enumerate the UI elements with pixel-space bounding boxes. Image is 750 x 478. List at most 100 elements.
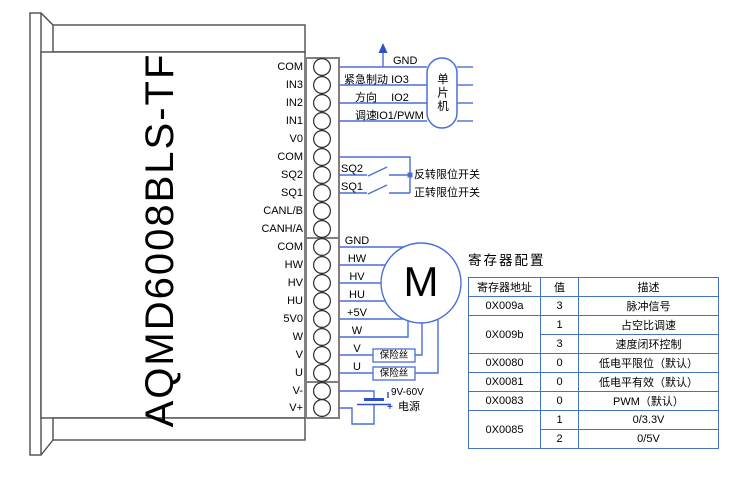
- wire-label: HW: [347, 253, 367, 265]
- terminal-circles: [313, 57, 332, 418]
- pin-label: SQ1: [280, 187, 303, 199]
- terminal: [313, 166, 332, 185]
- wire-label: +5V: [347, 307, 367, 319]
- register-desc-cell: 低电平有效（默认）: [578, 372, 719, 392]
- sq1-desc-label: 正转限位开关: [414, 187, 480, 199]
- gnd-label: GND: [393, 55, 418, 67]
- wire-motor-w: [339, 321, 409, 338]
- limit-switch-wires: [339, 156, 411, 195]
- register-address-cell: 0X0080: [468, 353, 541, 373]
- power-label: 电源: [398, 401, 420, 413]
- sq2-desc-label: 反转限位开关: [414, 169, 480, 181]
- terminal: [313, 130, 332, 149]
- pin-label: IN1: [285, 115, 303, 127]
- driver-module-outline: [29, 12, 306, 456]
- register-desc-cell: 速度闭环控制: [578, 334, 719, 354]
- table-header-cell: 值: [540, 277, 579, 297]
- gnd-arrow-icon: [378, 43, 388, 53]
- fuse-label: 保险丝: [379, 368, 409, 379]
- sq2-label: SQ2: [341, 163, 364, 175]
- power-voltage-label: 9V-60V: [391, 387, 424, 398]
- pin-label: 5V0: [283, 313, 303, 325]
- motor-symbol: M: [403, 258, 439, 305]
- terminal-blocks: [305, 57, 340, 419]
- pin-label: HW: [284, 259, 303, 271]
- register-address-cell: 0X0081: [468, 372, 541, 392]
- switch-sq2-blade: [367, 166, 388, 177]
- bottom-chamfer: [40, 439, 54, 456]
- wire-label: V: [353, 343, 361, 355]
- register-value-cell: 3: [540, 334, 579, 354]
- pin-label: V+: [289, 402, 303, 414]
- motor-wires: [339, 246, 439, 374]
- terminal: [313, 274, 332, 293]
- terminal: [313, 111, 332, 130]
- terminal: [313, 148, 332, 167]
- register-address-cell: 0X0085: [468, 410, 541, 449]
- terminal: [313, 57, 332, 76]
- terminal: [313, 292, 332, 311]
- top-flange: [52, 24, 306, 53]
- register-table-title: 寄存器配置: [468, 253, 546, 268]
- terminal: [313, 399, 332, 418]
- fuse-box-u: [372, 366, 416, 381]
- battery-plus-sign: +: [387, 402, 393, 413]
- terminal: [313, 238, 332, 257]
- pin-label: V: [295, 349, 303, 361]
- terminal: [313, 184, 332, 203]
- io-label: IO1/PWM: [376, 110, 424, 122]
- sq1-label: SQ1: [341, 181, 364, 193]
- register-address-cell: 0X009a: [468, 296, 541, 316]
- register-value-cell: 2: [540, 429, 579, 449]
- register-value-cell: 1: [540, 410, 579, 430]
- mcu-block: 单片机: [427, 58, 457, 128]
- register-value-cell: 1: [540, 315, 579, 335]
- mcu-outline: [426, 57, 458, 129]
- wire-label: HV: [349, 271, 365, 283]
- register-value-cell: 0: [540, 391, 579, 411]
- terminal: [313, 364, 332, 383]
- wire-motor-u2: [415, 319, 439, 374]
- top-chamfer: [40, 12, 54, 26]
- terminal: [313, 93, 332, 112]
- pin-label: U: [295, 367, 303, 379]
- heatsink-plate: [29, 12, 42, 456]
- table-header-row: 寄存器地址值描述: [468, 277, 719, 297]
- terminal: [313, 220, 332, 239]
- pin-label: CANH/A: [261, 223, 303, 235]
- register-desc-cell: PWM（默认）: [578, 391, 719, 411]
- terminal: [313, 346, 332, 365]
- signal-function-label: 紧急制动: [344, 74, 388, 86]
- pin-label: V0: [289, 133, 303, 145]
- signal-function-label: 方向: [355, 92, 377, 104]
- io-label: IO2: [391, 92, 409, 104]
- wire-label: GND: [344, 235, 370, 247]
- pin-label: SQ2: [280, 169, 303, 181]
- wire-motor-v2: [415, 323, 423, 356]
- fuse-box-v: [372, 348, 416, 363]
- register-value-cell: 0: [540, 353, 579, 373]
- wire-label: HU: [349, 289, 365, 301]
- wire-com-switches: [339, 156, 411, 193]
- battery-symbol: [339, 390, 391, 425]
- switch-sq1-blade: [367, 184, 388, 195]
- wire-v-minus: [339, 390, 375, 399]
- pin-label: V-: [292, 385, 303, 397]
- pin-label: IN2: [285, 97, 303, 109]
- pin-label: COM: [277, 151, 303, 163]
- pin-label: COM: [277, 241, 303, 253]
- terminal: [313, 256, 332, 275]
- mcu-label: 单片机: [436, 72, 448, 114]
- wire-label: U: [353, 361, 361, 373]
- pin-label: IN3: [285, 79, 303, 91]
- terminal: [313, 328, 332, 347]
- pin-label: HU: [287, 295, 303, 307]
